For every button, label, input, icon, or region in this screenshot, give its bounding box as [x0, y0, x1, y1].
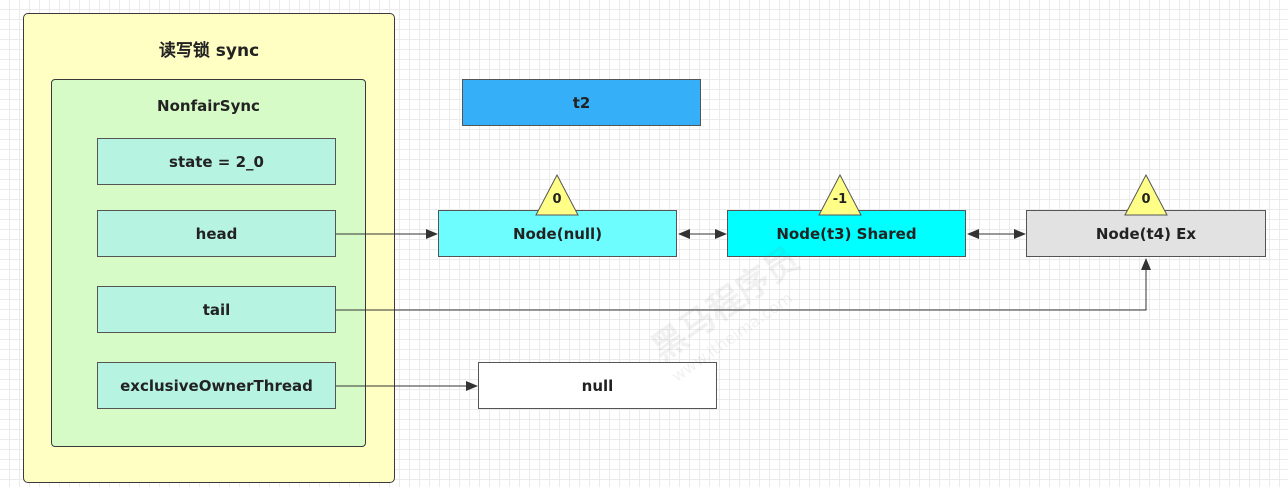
tail-field: tail — [97, 286, 336, 333]
null-box: null — [478, 362, 717, 409]
wait-status-triangle-0: 0 — [535, 173, 579, 216]
wait-status-value: 0 — [552, 192, 562, 207]
wait-status-value: -1 — [832, 192, 848, 207]
sync-title: 读写锁 sync — [158, 41, 260, 61]
head-field: head — [97, 210, 336, 257]
wait-status-triangle-2: 0 — [1124, 173, 1168, 216]
wait-status-value: 0 — [1141, 192, 1151, 207]
state-field: state = 2_0 — [97, 138, 336, 185]
tail-arrow — [336, 258, 1151, 311]
thread-t2-box: t2 — [462, 79, 701, 126]
node-null: Node(null) — [438, 210, 677, 257]
exclusive-owner-thread-field: exclusiveOwnerThread — [97, 362, 336, 409]
nonfair-sync-title: NonfairSync — [157, 97, 260, 115]
node-t3-shared: Node(t3) Shared — [727, 210, 966, 257]
wait-status-triangle-1: -1 — [818, 173, 862, 216]
node-t4-ex: Node(t4) Ex — [1026, 210, 1266, 257]
